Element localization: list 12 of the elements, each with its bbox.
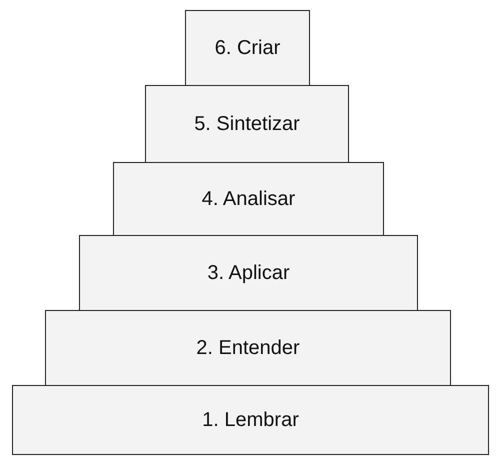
step-label: 6. Criar [214,36,280,60]
pyramid-step [185,10,310,86]
step-label: 4. Analisar [202,188,296,210]
step-label: 1. Lembrar [202,408,299,432]
pyramid-step [79,235,418,311]
step-label: 2. Entender [196,336,300,360]
step-label: 5. Sintetizar [194,112,300,136]
pyramid-step [145,85,349,163]
step-label: 3. Aplicar [207,262,290,284]
pyramid-step [12,385,489,455]
pyramid-step [113,162,384,236]
pyramid-step [45,310,451,386]
